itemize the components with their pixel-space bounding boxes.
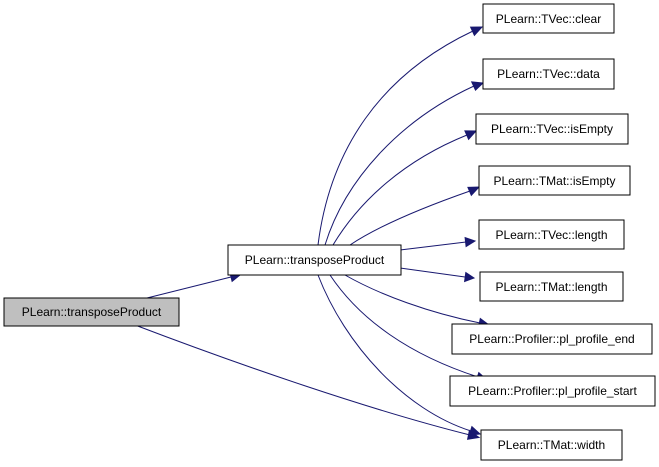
node-label: PLearn::TMat::width [498, 438, 605, 452]
edge-root-to-tmat-width [134, 324, 481, 440]
node-profiler-pl-profile-end[interactable]: PLearn::Profiler::pl_profile_end [451, 323, 653, 355]
node-label: PLearn::TVec::length [495, 228, 607, 242]
edge-middle-to-tmat-width [317, 274, 482, 436]
node-tmat-width[interactable]: PLearn::TMat::width [480, 429, 623, 461]
node-tvec-length[interactable]: PLearn::TVec::length [478, 219, 625, 250]
node-label: PLearn::TMat::length [495, 280, 607, 294]
node-middle-transposeproduct[interactable]: PLearn::transposeProduct [227, 244, 402, 276]
node-label: PLearn::TVec::clear [496, 12, 601, 26]
node-label: PLearn::transposeProduct [245, 253, 385, 267]
edge-middle-to-tvec-data [324, 81, 485, 246]
node-label: PLearn::Profiler::pl_profile_start [468, 384, 637, 398]
edge-middle-to-tvec-isempty [332, 130, 478, 246]
edge-middle-to-tmat-length [399, 267, 476, 283]
edge-root-to-middle [134, 271, 242, 302]
node-root-transposeproduct[interactable]: PLearn::transposeProduct [3, 297, 180, 327]
edge-middle-to-tvec-length [399, 236, 477, 251]
node-tvec-clear[interactable]: PLearn::TVec::clear [482, 3, 615, 34]
node-tvec-data[interactable]: PLearn::TVec::data [482, 58, 615, 90]
edge-middle-to-tmat-isempty [349, 186, 481, 246]
call-graph-edges [134, 26, 491, 440]
node-label: PLearn::transposeProduct [22, 305, 162, 319]
node-profiler-pl-profile-start[interactable]: PLearn::Profiler::pl_profile_start [449, 375, 656, 407]
node-label: PLearn::Profiler::pl_profile_end [469, 332, 634, 346]
node-tvec-isempty[interactable]: PLearn::TVec::isEmpty [475, 113, 629, 145]
node-tmat-length[interactable]: PLearn::TMat::length [479, 271, 624, 302]
node-label: PLearn::TVec::data [497, 67, 600, 81]
edge-middle-to-profile-end [344, 274, 491, 328]
node-label: PLearn::TMat::isEmpty [493, 174, 615, 188]
node-tmat-isempty[interactable]: PLearn::TMat::isEmpty [478, 165, 631, 196]
node-label: PLearn::TVec::isEmpty [491, 122, 613, 136]
edge-middle-to-tvec-clear [317, 26, 484, 246]
call-graph-nodes: PLearn::transposeProduct PLearn::transpo… [3, 3, 656, 461]
